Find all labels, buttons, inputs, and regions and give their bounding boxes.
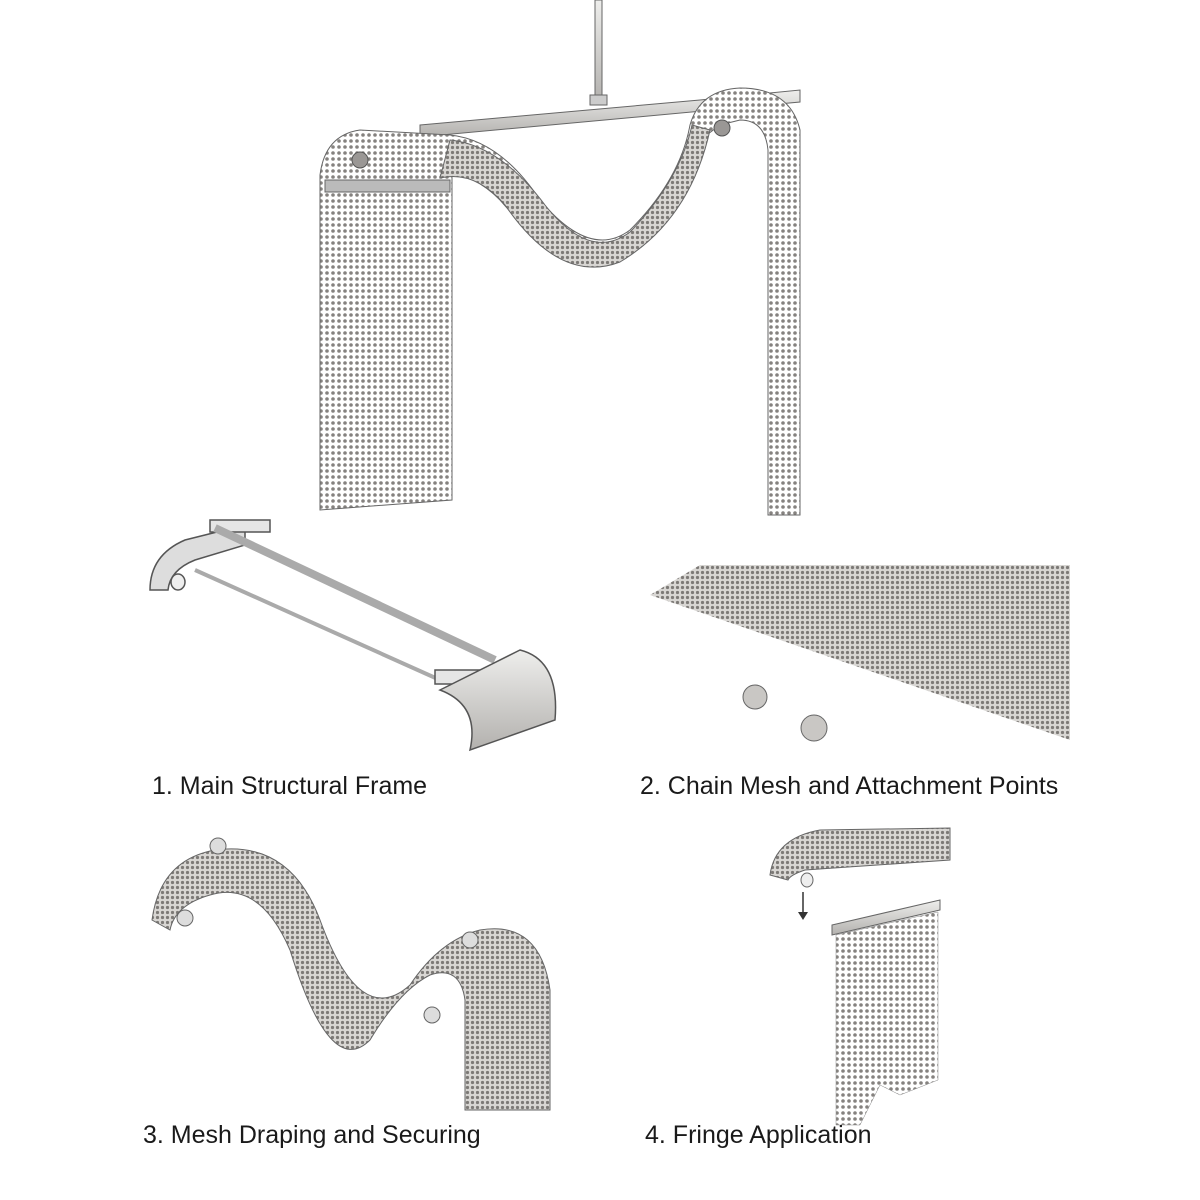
chain-mesh-sheet [650, 565, 1070, 740]
attachment-ball-1 [742, 684, 768, 710]
fringe-illustration [769, 827, 951, 1126]
step-3-label: 3. Mesh Draping and Securing [143, 1121, 481, 1149]
right-attachment-ball [713, 119, 731, 137]
securing-ball-2 [176, 909, 194, 927]
fringe-strands [835, 911, 939, 1126]
left-drape [319, 87, 801, 516]
step-4-label: 4. Fringe Application [645, 1121, 872, 1149]
arch-cap [769, 827, 951, 881]
long-rail-upper [213, 524, 497, 664]
long-rail-lower [194, 568, 441, 682]
canopy-connector [589, 94, 608, 106]
securing-ball-3 [461, 931, 479, 949]
chandelier-main [319, 0, 801, 516]
draping-illustration [151, 837, 551, 1111]
mesh-illustration [650, 565, 1070, 742]
step-2-label: 2. Chain Mesh and Attachment Points [640, 772, 1059, 800]
fringe-rail [831, 899, 941, 936]
arrow-head-icon [798, 912, 808, 920]
attachment-ball-2 [800, 714, 828, 742]
center-mesh [439, 124, 711, 268]
draped-mesh [151, 848, 551, 1111]
suspension-rod [594, 0, 603, 101]
securing-ball-1 [209, 837, 227, 855]
securing-ball-4 [423, 1006, 441, 1024]
left-mount-plate [324, 179, 451, 193]
step-1-label: 1. Main Structural Frame [152, 772, 428, 800]
left-attachment-ball [351, 151, 369, 169]
frame-illustration [149, 519, 557, 752]
rod-end [170, 573, 186, 591]
rod-end [800, 872, 814, 888]
right-end-cap [438, 649, 557, 752]
